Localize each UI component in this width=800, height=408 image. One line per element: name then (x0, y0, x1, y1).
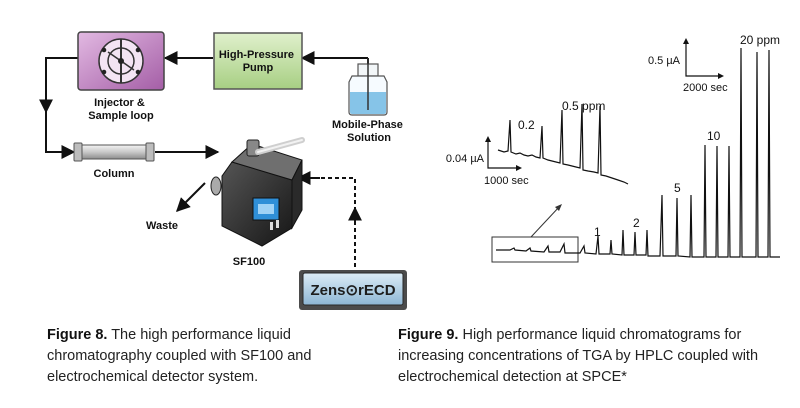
main-time-scale: 2000 sec (683, 82, 728, 94)
peak-label-2: 2 (633, 216, 640, 230)
inset-peak-label-0-5: 0.5 ppm (562, 99, 605, 113)
main-current-scale: 0.5 µA (648, 55, 681, 67)
ecd-label: Zens⊙rECD (310, 282, 395, 299)
peak-label-20: 20 ppm (740, 33, 780, 47)
zoom-pointer-arrow (530, 205, 561, 238)
signal-link (293, 177, 356, 268)
hplc-column (73, 142, 155, 162)
inset-chromatogram-trace (497, 103, 629, 185)
peak-label-5: 5 (674, 181, 681, 195)
figure9-caption-text: High performance liquid chromatograms fo… (398, 327, 759, 385)
solution-bottle (348, 58, 388, 116)
flow-to-waste (176, 182, 206, 212)
main-chromatogram-trace (496, 47, 780, 258)
flow-injector-to-column (45, 57, 78, 159)
inset-scale-bar (487, 140, 518, 169)
chromatogram-figure: 0.5 µA 2000 sec 0.04 µA 1000 sec 0.2 0.5… (446, 33, 780, 263)
peak-label-1: 1 (594, 225, 601, 239)
injector-label: Injector & Sample loop (88, 97, 154, 122)
waste-label: Waste (146, 220, 178, 232)
figure8-caption: Figure 8. The high performance liquid ch… (47, 325, 337, 388)
figure8-caption-text: The high performance liquid chromatograp… (47, 327, 312, 385)
inset-time-scale: 1000 sec (484, 175, 529, 187)
sf100-label: SF100 (233, 256, 265, 268)
zoom-region-box (491, 236, 579, 263)
injector-valve (77, 31, 165, 91)
inset-peak-label-0-2: 0.2 (518, 118, 535, 132)
solution-label: Mobile-Phase Solution (332, 119, 406, 144)
hplc-diagram: Injector & Sample loop High-Pressure Pum… (39, 31, 407, 310)
figure8-caption-label: Figure 8. (47, 327, 108, 343)
main-scale-bar (685, 42, 720, 77)
figure9-caption: Figure 9. High performance liquid chroma… (398, 325, 788, 388)
zensor-ecd-device (299, 270, 407, 310)
pump-label: High-Pressure Pump (219, 49, 297, 74)
figure9-caption-label: Figure 9. (398, 327, 459, 343)
sf100-device (210, 137, 305, 247)
peak-label-10: 10 (707, 129, 721, 143)
high-pressure-pump (213, 32, 303, 90)
inset-current-scale: 0.04 µA (446, 153, 485, 165)
column-label: Column (94, 168, 135, 180)
